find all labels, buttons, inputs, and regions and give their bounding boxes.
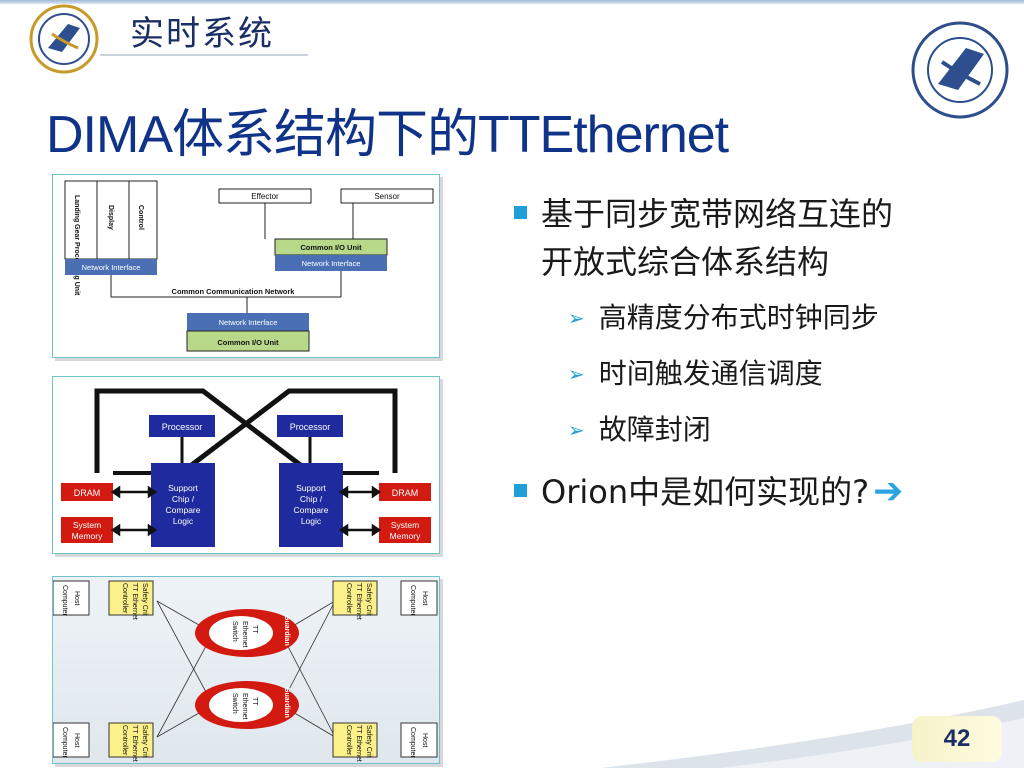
ctrl-tl-2: TT Ethernet xyxy=(131,583,138,620)
header-tab xyxy=(100,8,308,56)
app-label-display: Display xyxy=(107,205,114,230)
bullet-text: Orion中是如何实现的? xyxy=(541,473,870,511)
support-right-line1: Support xyxy=(296,483,326,493)
sub-bullet-item: ➢ 时间触发通信调度 xyxy=(568,356,1004,392)
switch2-1: TT xyxy=(251,697,258,706)
sub-bullet-item: ➢ 故障封闭 xyxy=(568,412,1004,448)
slide-title: DIMA体系结构下的TTEthernet xyxy=(46,106,729,164)
bullet-text-line2: 开放式综合体系结构 xyxy=(541,243,830,281)
host-bl-2: Computer xyxy=(61,727,68,758)
ctrl-tr-3: Controller xyxy=(345,583,352,614)
sub-bullet-text: 故障封闭 xyxy=(598,413,711,446)
host-tr-2: Computer xyxy=(409,585,416,616)
ttethernet-switch-diagram: Host Computer Safety Crit TT Ethernet Co… xyxy=(52,576,440,764)
host-tr-1: Host xyxy=(421,591,428,605)
top-border xyxy=(0,0,1024,4)
ctrl-bl-3: Controller xyxy=(121,725,128,756)
ctrl-bl-1: Safety Crit xyxy=(141,725,148,758)
sub-bullet-item: ➢ 高精度分布式时钟同步 xyxy=(568,300,1004,336)
processor-right: Processor xyxy=(290,422,331,432)
ctrl-bl-2: TT Ethernet xyxy=(131,725,138,762)
system-memory-right-2: Memory xyxy=(390,531,421,541)
sensor-label: Sensor xyxy=(374,192,400,201)
right-network-interface: Network Interface xyxy=(302,259,361,268)
host-tl-1: Host xyxy=(73,591,80,605)
sub-bullet-text: 时间触发通信调度 xyxy=(598,357,823,390)
section-title: 实时系统 xyxy=(130,14,274,54)
guardian-1: Guardian xyxy=(283,615,290,646)
app-label-landing-gear: Landing Gear Processing Unit xyxy=(73,195,80,296)
processor-pair-diagram: Processor Processor Support Chip / Compa… xyxy=(52,376,440,554)
processor-left: Processor xyxy=(162,422,203,432)
support-left-line1: Support xyxy=(168,483,198,493)
bullet-list: 基于同步宽带网络互连的 开放式综合体系结构 ➢ 高精度分布式时钟同步 ➢ 时间触… xyxy=(514,190,1004,530)
ctrl-br-1: Safety Crit xyxy=(365,725,372,758)
ctrl-tr-1: Safety Crit xyxy=(365,583,372,616)
system-memory-left-2: Memory xyxy=(72,531,103,541)
host-br-2: Computer xyxy=(409,727,416,758)
switch1-1: TT xyxy=(251,625,258,634)
bullet-square-icon xyxy=(514,484,527,497)
support-right-line3: Compare xyxy=(294,505,329,515)
university-logo-left xyxy=(28,4,100,74)
ctrl-br-3: Controller xyxy=(345,725,352,756)
switch1-3: Switch xyxy=(231,621,238,642)
arrow-bullet-icon: ➢ xyxy=(568,362,585,386)
page-number: 42 xyxy=(912,716,1002,762)
support-left-line4: Logic xyxy=(173,516,194,526)
dima-architecture-diagram: Landing Gear Processing Unit Display Con… xyxy=(52,174,440,358)
left-network-interface: Network Interface xyxy=(82,263,141,272)
arrow-bullet-icon: ➢ xyxy=(568,306,585,330)
support-right-line2: Chip / xyxy=(300,494,323,504)
bullet-square-icon xyxy=(514,206,527,219)
ctrl-br-2: TT Ethernet xyxy=(355,725,362,762)
app-label-control: Control xyxy=(137,205,144,230)
host-br-1: Host xyxy=(421,733,428,747)
support-left-line2: Chip / xyxy=(172,494,195,504)
bullet-item: Orion中是如何实现的?➔ xyxy=(514,468,1004,516)
dram-left: DRAM xyxy=(74,488,101,498)
common-io-unit-bottom: Common I/O Unit xyxy=(217,338,279,347)
guardian-2: Guardian xyxy=(283,687,290,718)
system-memory-left-1: System xyxy=(73,520,101,530)
host-bl-1: Host xyxy=(73,733,80,747)
switch1-2: Ethernet xyxy=(241,621,248,648)
support-right-line4: Logic xyxy=(301,516,322,526)
dram-right: DRAM xyxy=(392,488,419,498)
support-left-line3: Compare xyxy=(166,505,201,515)
switch2-2: Ethernet xyxy=(241,693,248,720)
ctrl-tr-2: TT Ethernet xyxy=(355,583,362,620)
ctrl-tl-1: Safety Crit xyxy=(141,583,148,616)
switch2-3: Switch xyxy=(231,693,238,714)
ctrl-tl-3: Controller xyxy=(121,583,128,614)
university-logo-right xyxy=(910,20,1010,120)
host-tl-2: Computer xyxy=(61,585,68,616)
common-communication-network: Common Communication Network xyxy=(172,287,296,296)
bottom-network-interface: Network Interface xyxy=(219,318,278,327)
effector-label: Effector xyxy=(251,192,279,201)
sub-bullet-text: 高精度分布式时钟同步 xyxy=(598,301,879,334)
bullet-item: 基于同步宽带网络互连的 开放式综合体系结构 xyxy=(514,190,1004,286)
bullet-text-line1: 基于同步宽带网络互连的 xyxy=(541,195,894,233)
common-io-unit-top: Common I/O Unit xyxy=(300,243,362,252)
right-arrow-icon[interactable]: ➔ xyxy=(873,471,904,512)
system-memory-right-1: System xyxy=(391,520,419,530)
arrow-bullet-icon: ➢ xyxy=(568,418,585,442)
